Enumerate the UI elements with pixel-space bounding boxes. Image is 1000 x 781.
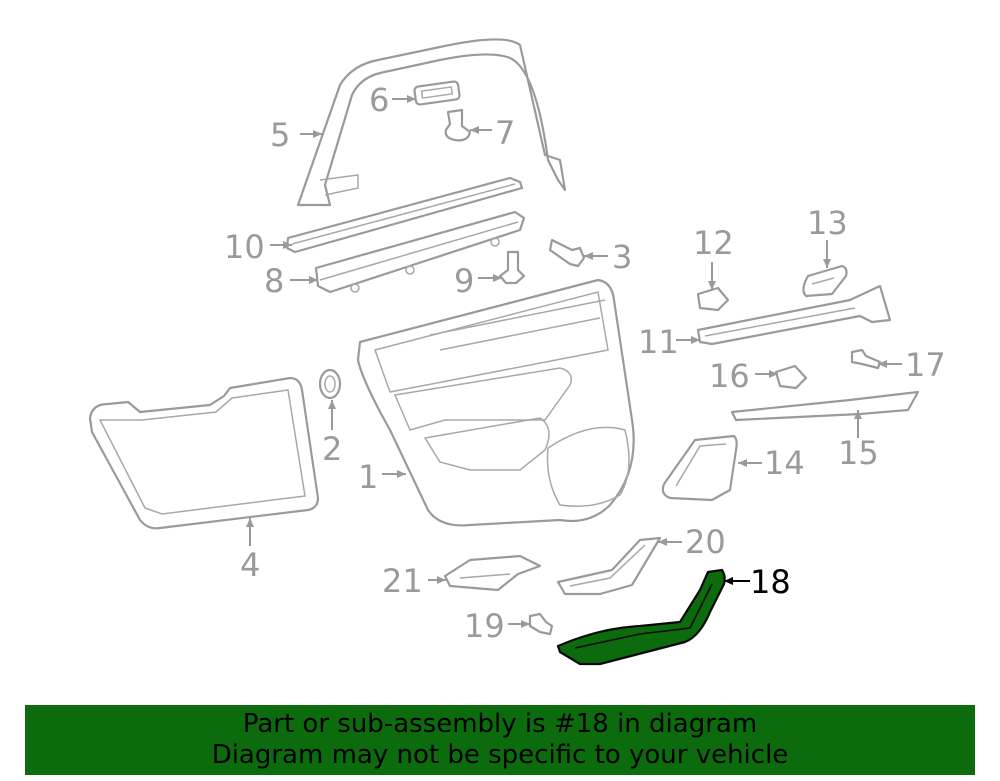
part-11-armrest-trim — [696, 284, 892, 346]
callout-17: 17 — [905, 346, 946, 384]
callout-9: 9 — [454, 262, 474, 300]
callout-2: 2 — [322, 430, 342, 468]
callout-3: 3 — [612, 238, 632, 276]
callout-6: 6 — [369, 81, 389, 119]
callout-4: 4 — [240, 546, 260, 584]
callout-10: 10 — [224, 228, 265, 266]
part-14-speaker-cover — [661, 434, 738, 502]
banner-line-2: Diagram may not be specific to your vehi… — [211, 740, 789, 770]
callout-13: 13 — [807, 204, 848, 242]
part-15-trim-strip — [730, 390, 920, 422]
part-13-bezel — [802, 264, 848, 298]
part-12-clip — [696, 286, 730, 312]
callout-15: 15 — [838, 434, 879, 472]
part-21-pull-handle — [443, 554, 542, 592]
part-6-clip — [413, 80, 461, 106]
part-4-insulator — [88, 376, 320, 530]
part-19-screw — [528, 612, 554, 636]
part-8-weatherstrip — [314, 210, 526, 294]
part-20-bracket — [556, 536, 662, 596]
banner-line-1: Part or sub-assembly is #18 in diagram — [242, 709, 758, 739]
callout-12: 12 — [693, 224, 734, 262]
callout-16: 16 — [709, 357, 750, 395]
part-3-screw — [548, 238, 586, 268]
callout-1: 1 — [358, 458, 378, 496]
callout-19: 19 — [464, 607, 505, 645]
part-5-window-frame-trim — [296, 38, 567, 207]
part-2-grommet — [318, 368, 342, 400]
part-17-screw — [850, 348, 882, 370]
callout-18: 18 — [750, 563, 791, 601]
callout-8: 8 — [264, 262, 284, 300]
part-18-handle-trim-highlighted — [556, 568, 726, 666]
part-16-clip — [774, 364, 808, 390]
callout-7: 7 — [495, 114, 515, 152]
callout-20: 20 — [685, 523, 726, 561]
callout-5: 5 — [270, 116, 290, 154]
callout-14: 14 — [764, 444, 805, 482]
part-7-push-pin — [444, 108, 472, 142]
callout-21: 21 — [382, 562, 423, 600]
part-9-fastener — [498, 250, 526, 285]
callout-11: 11 — [638, 323, 679, 361]
part-1-door-panel — [356, 278, 635, 527]
parts-diagram: 5 6 7 10 8 9 3 2 1 4 12 13 11 16 17 15 1… — [88, 38, 946, 666]
info-banner: Part or sub-assembly is #18 in diagram D… — [25, 705, 975, 775]
